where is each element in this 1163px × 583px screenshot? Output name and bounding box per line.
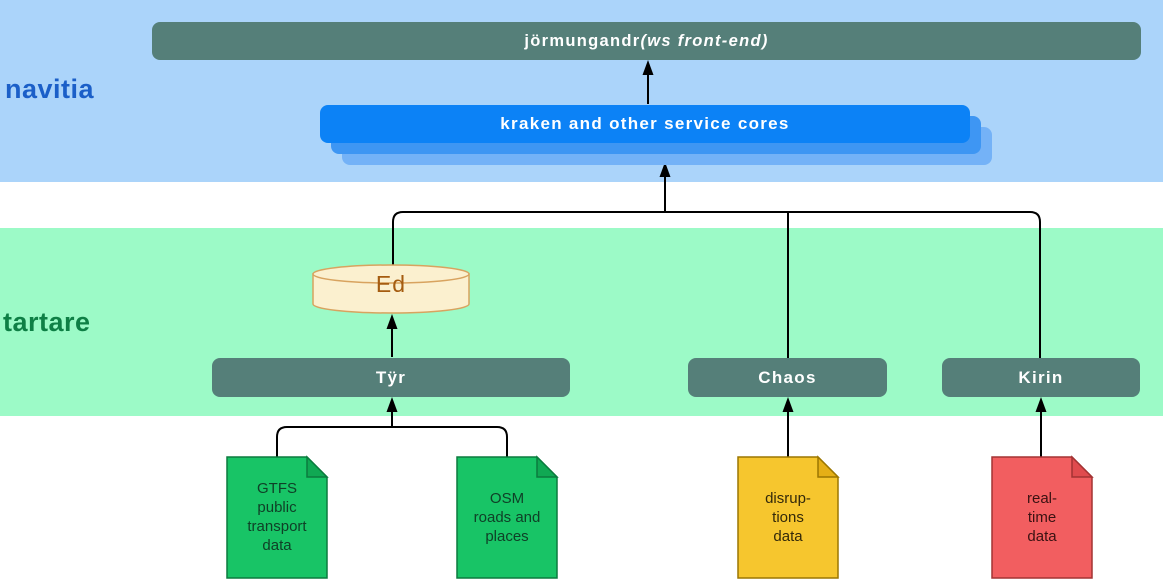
tartare-band-label: tartare	[3, 307, 91, 337]
doc-osm-shape	[456, 455, 559, 579]
jormungandr-label: jörmungandr	[524, 31, 641, 50]
kraken-label: kraken and other service cores	[500, 114, 790, 133]
node-tyr: Tÿr	[212, 358, 570, 397]
node-kirin: Kirin	[942, 358, 1140, 397]
doc-fold-icon	[536, 455, 559, 478]
doc-realtime-shape	[991, 455, 1094, 579]
arrowhead-into-kraken	[659, 162, 671, 177]
doc-fold-icon	[817, 455, 840, 478]
connector-docs-to-tyr	[276, 412, 508, 458]
arrowhead-into-kirin	[1035, 397, 1047, 412]
tyr-label: Tÿr	[375, 367, 407, 387]
ed-database-cylinder	[312, 264, 470, 314]
arrowhead-into-tyr	[386, 397, 398, 412]
doc-disruptions-shape	[737, 455, 840, 579]
doc-realtime-label: real- time data	[1026, 489, 1057, 545]
doc-gtfs-label: GTFS public transport data	[247, 480, 307, 554]
ed-database-label: Ed	[375, 270, 407, 297]
node-kraken: kraken and other service cores	[320, 105, 970, 143]
connector-branch-to-kraken	[392, 176, 1041, 358]
node-chaos: Chaos	[688, 358, 887, 397]
arrowhead-into-jormungandr	[642, 60, 654, 75]
doc-osm-label: OSM roads and places	[473, 489, 541, 545]
jormungandr-suffix: (ws front-end)	[640, 31, 769, 50]
kirin-label: Kirin	[1018, 367, 1064, 387]
doc-fold-icon	[1071, 455, 1094, 478]
arrowhead-into-chaos	[782, 397, 794, 412]
navitia-band-label: navitia	[5, 74, 95, 104]
doc-disruptions-label: disrup- tions data	[765, 489, 811, 545]
chaos-label: Chaos	[758, 367, 817, 387]
arrowhead-into-ed	[386, 314, 398, 329]
doc-gtfs-shape	[226, 455, 329, 579]
node-jormungandr: jörmungandr (ws front-end)	[152, 22, 1141, 60]
doc-fold-icon	[306, 455, 329, 478]
